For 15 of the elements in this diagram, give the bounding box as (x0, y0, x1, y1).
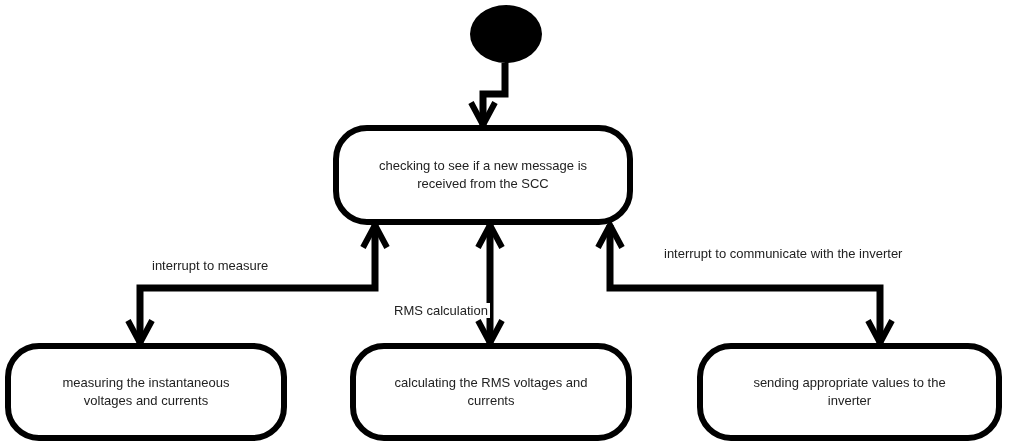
activity-text: calculating the RMS voltages and currents (393, 374, 589, 410)
edge-label: RMS calculation (392, 303, 490, 318)
activity-text: sending appropriate values to the inverter (752, 374, 947, 410)
arrow (595, 222, 895, 346)
activity-text: measuring the instantaneous voltages and currents (61, 374, 231, 410)
activity-box (5, 343, 287, 441)
activity-box (333, 125, 633, 225)
arrow (125, 222, 390, 346)
arrow (475, 222, 505, 346)
activity-box (350, 343, 632, 441)
edge-label: interrupt to measure (150, 258, 271, 273)
edge-label: interrupt to communicate with the inverter (662, 246, 905, 261)
activity-text: checking to see if a new message is received from the SCC (377, 157, 589, 193)
arrow (468, 63, 509, 128)
activity-box (697, 343, 1002, 441)
